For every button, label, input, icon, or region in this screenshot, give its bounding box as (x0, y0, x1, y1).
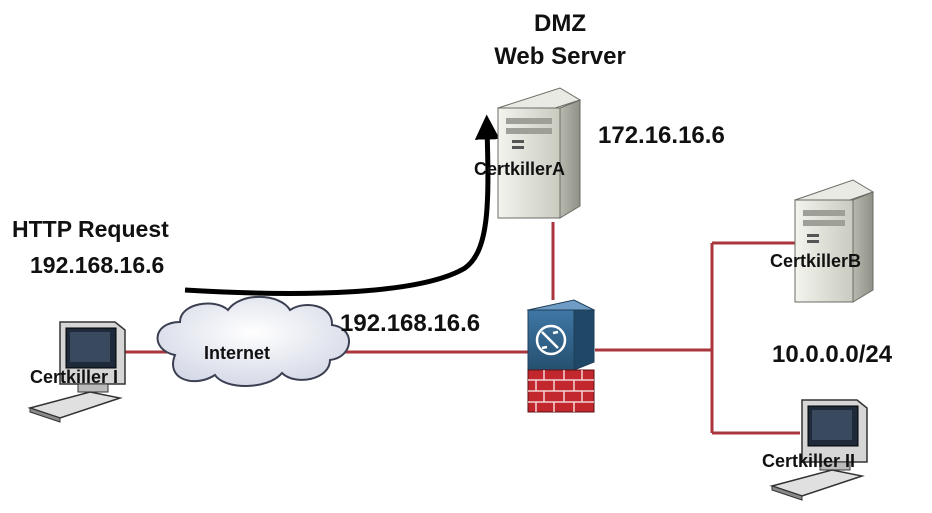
firewall-ip: 192.168.16.6 (340, 310, 481, 337)
network-links (118, 222, 800, 435)
http-request-arrow (184, 114, 500, 296)
server-icon (793, 179, 875, 303)
http-request-label: HTTP Request (12, 216, 169, 242)
workstation-icon (769, 399, 868, 501)
dmz-server-name: CertkillerA (474, 159, 566, 179)
dmz-server-ip: 172.16.16.6 (598, 122, 725, 149)
client-left-name: Certkiller I (30, 367, 119, 387)
dmz-title: DMZ (534, 10, 586, 37)
lan-subnet: 10.0.0.0/24 (772, 341, 893, 368)
internet-label: Internet (204, 343, 271, 363)
workstation-icon (27, 321, 126, 423)
dmz-subtitle: Web Server (494, 43, 626, 70)
firewall-icon (526, 299, 596, 413)
http-request-ip: 192.168.16.6 (30, 252, 165, 278)
cloud-icon (156, 295, 350, 387)
server-icon (496, 87, 582, 219)
lan-client-name: Certkiller II (762, 451, 856, 471)
lan-server-name: CertkillerB (770, 251, 862, 271)
